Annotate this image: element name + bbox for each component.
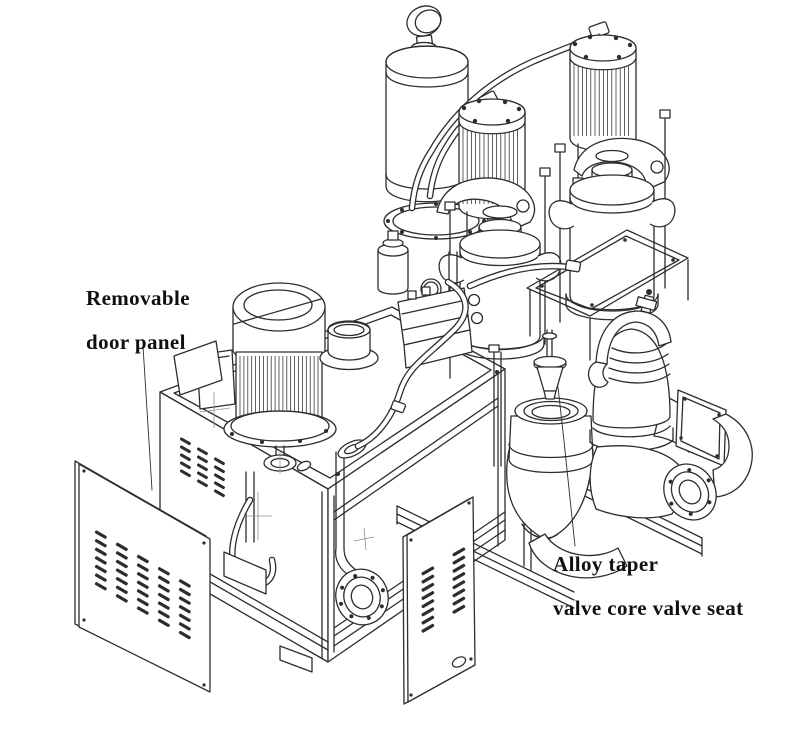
clamp-hook — [548, 200, 575, 230]
tank-top-port-small — [296, 460, 312, 472]
leader-valve-seat — [557, 386, 576, 547]
discharge-elbow — [528, 445, 717, 579]
u-bend-pipe — [528, 533, 628, 579]
valve-seat — [488, 344, 594, 474]
label-alloy-taper-valve: Alloy taper valve core valve seat — [553, 552, 744, 640]
oil-filter — [377, 230, 409, 295]
clamp-hook — [649, 198, 676, 228]
label-line: Removable — [86, 286, 190, 310]
tank-louvers — [179, 437, 225, 498]
electric-motor — [173, 282, 337, 474]
label-removable-door-panel: Removable door panel — [86, 286, 190, 374]
mounting-platform — [526, 229, 689, 361]
air-cylinder-right — [569, 34, 637, 187]
clamp-hook — [438, 254, 465, 284]
leader-lines — [142, 345, 576, 547]
label-line: door panel — [86, 330, 186, 354]
yoke-clamp — [595, 310, 672, 365]
louver-slots — [421, 547, 466, 633]
tank-top-hose — [354, 278, 469, 450]
door-panel-left — [74, 460, 211, 693]
louver-slots — [94, 530, 191, 640]
mid-hose — [466, 259, 582, 290]
tank-foot — [279, 645, 313, 673]
label-line: valve core valve seat — [553, 596, 744, 620]
finger-hole — [451, 656, 467, 668]
front-flange — [335, 568, 389, 626]
taper-valve-core — [533, 329, 567, 400]
solenoid-knob — [470, 311, 484, 325]
mount-bracket — [173, 340, 223, 396]
internal-piping — [334, 451, 375, 577]
door-panel-middle — [402, 496, 476, 705]
breather-cap — [319, 320, 379, 371]
valve-dome-right — [587, 289, 753, 498]
suction-pipe — [223, 471, 277, 595]
leader-door-panel — [142, 345, 153, 491]
label-line: Alloy taper — [553, 552, 659, 576]
accumulator-tank — [383, 34, 489, 240]
solenoid-knob — [467, 293, 481, 307]
pipe-flange — [663, 463, 717, 521]
